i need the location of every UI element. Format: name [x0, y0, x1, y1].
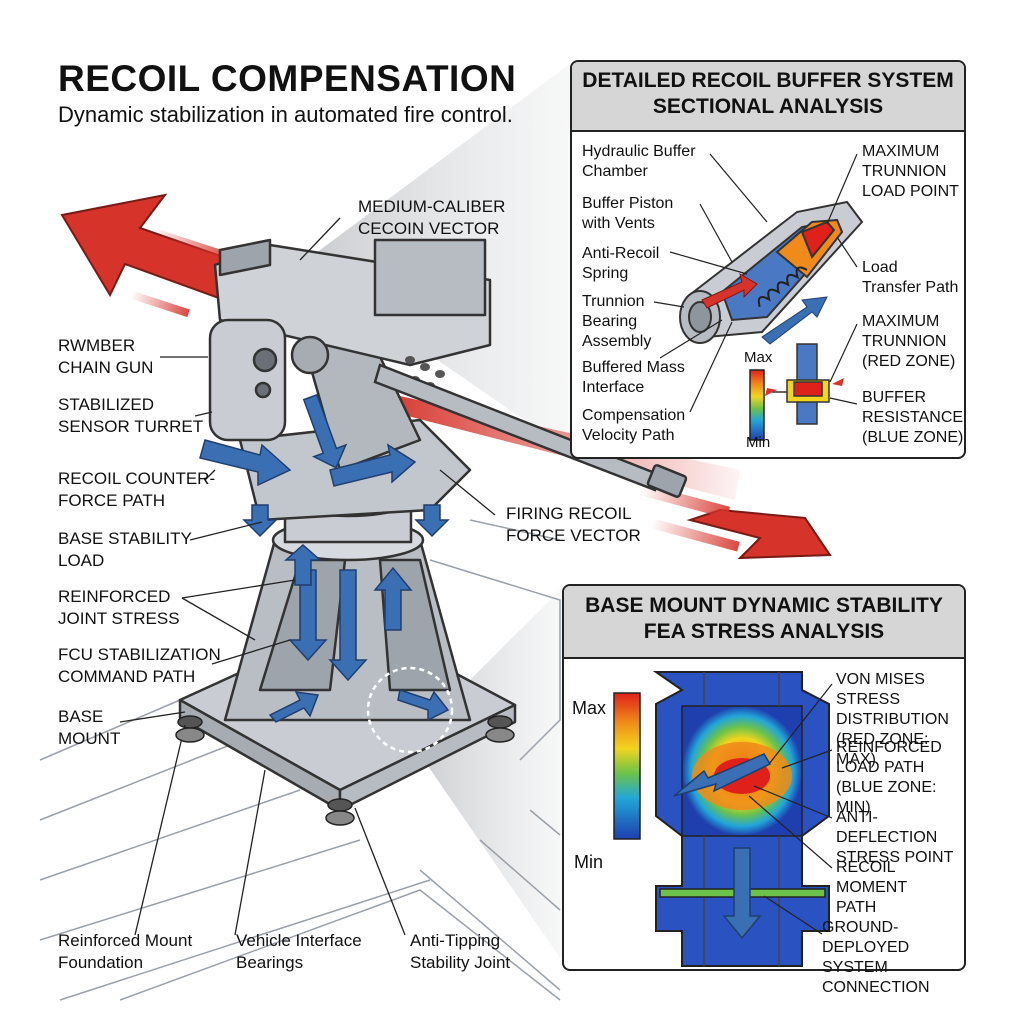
fea-stress-plot — [613, 671, 833, 967]
label-foundation: Reinforced Mount Foundation — [58, 931, 193, 972]
fea-panel-title-2: FEA STRESS ANALYSIS — [643, 620, 885, 643]
fea-panel-title-1: BASE MOUNT DYNAMIC STABILITY — [585, 594, 943, 617]
page-title: RECOIL COMPENSATION — [58, 58, 517, 99]
fea-panel-header: BASE MOUNT DYNAMIC STABILITY FEA STRESS … — [564, 586, 964, 659]
buffer-label-trunnion-bearing: Trunnion Bearing Assembly — [582, 293, 652, 350]
recoil-arrow-rear — [60, 193, 257, 318]
joint-highlight-circle — [366, 666, 454, 754]
label-base-mount: BASE MOUNT — [58, 707, 121, 748]
fea-label-load-path: REINFORCED LOAD PATH (BLUE ZONE: MIN) — [836, 739, 942, 816]
vehicle-bearings — [175, 727, 515, 826]
buffer-spring — [757, 266, 808, 308]
label-firing-vector: FIRING RECOIL FORCE VECTOR — [506, 504, 641, 545]
label-chain-gun: RWMBER CHAIN GUN — [58, 336, 154, 377]
buffer-label-buffered-mass: Buffered Mass Interface — [582, 359, 685, 396]
buffer-label-piston: Buffer Piston with Vents — [582, 195, 674, 232]
fea-label-ground: GROUND-DEPLOYED SYSTEM CONNECTION — [822, 919, 930, 996]
buffer-cutaway — [653, 153, 864, 441]
buffer-scale-min: Min — [746, 434, 771, 451]
leader-lines — [119, 217, 496, 936]
label-joint-stress: REINFORCED JOINT STRESS — [58, 587, 180, 628]
page-subtitle: Dynamic stabilization in automated fire … — [58, 102, 513, 127]
fea-panel: BASE MOUNT DYNAMIC STABILITY FEA STRESS … — [562, 584, 966, 996]
projection-beam-bottom — [410, 585, 565, 965]
buffer-label-red-zone: MAXIMUM TRUNNION (RED ZONE) — [862, 313, 956, 370]
fea-label-moment: RECOIL MOMENT PATH — [836, 859, 908, 916]
buffer-scale-max: Max — [744, 349, 773, 366]
buffer-panel-header: DETAILED RECOIL BUFFER SYSTEM SECTIONAL … — [572, 62, 964, 132]
counter-force-arrows — [199, 393, 450, 723]
buffer-panel-title-1: DETAILED RECOIL BUFFER SYSTEM — [582, 69, 954, 92]
label-sensor-turret: STABILIZED SENSOR TURRET — [58, 395, 204, 436]
label-vector-top: MEDIUM-CALIBER CECOIN VECTOR — [358, 197, 506, 238]
sensor-turret — [208, 318, 287, 442]
buffer-label-load-transfer: Load Transfer Path — [862, 259, 959, 296]
fea-scale-min: Min — [574, 852, 604, 872]
fea-scale-max: Max — [572, 698, 607, 718]
fea-label-anti-deflection: ANTI-DEFLECTION STRESS POINT — [836, 809, 954, 866]
label-base-stability: BASE STABILITY LOAD — [58, 529, 192, 570]
buffer-label-blue-zone: BUFFER RESISTANCE (BLUE ZONE) — [862, 389, 964, 446]
buffer-label-velocity: Compensation Velocity Path — [582, 407, 686, 444]
buffer-panel-title-2: SECTIONAL ANALYSIS — [652, 95, 884, 118]
buffer-panel: DETAILED RECOIL BUFFER SYSTEM SECTIONAL … — [570, 60, 966, 459]
label-bearings: Vehicle Interface Bearings — [236, 931, 362, 972]
buffer-label-max-load: MAXIMUM TRUNNION LOAD POINT — [862, 143, 959, 200]
label-anti-tipping: Anti-Tipping Stability Joint — [410, 931, 511, 972]
label-fcu-path: FCU STABILIZATION COMMAND PATH — [58, 645, 221, 686]
fea-label-von-mises: VON MISES STRESS DISTRIBUTION (RED ZONE:… — [836, 671, 949, 768]
label-counter-force: RECOIL COUNTER- FORCE PATH — [58, 469, 216, 510]
buffer-label-chamber: Hydraulic Buffer Chamber — [582, 143, 696, 180]
buffer-label-spring: Anti-Recoil Spring — [582, 245, 660, 282]
vehicle-deck — [39, 519, 561, 1001]
